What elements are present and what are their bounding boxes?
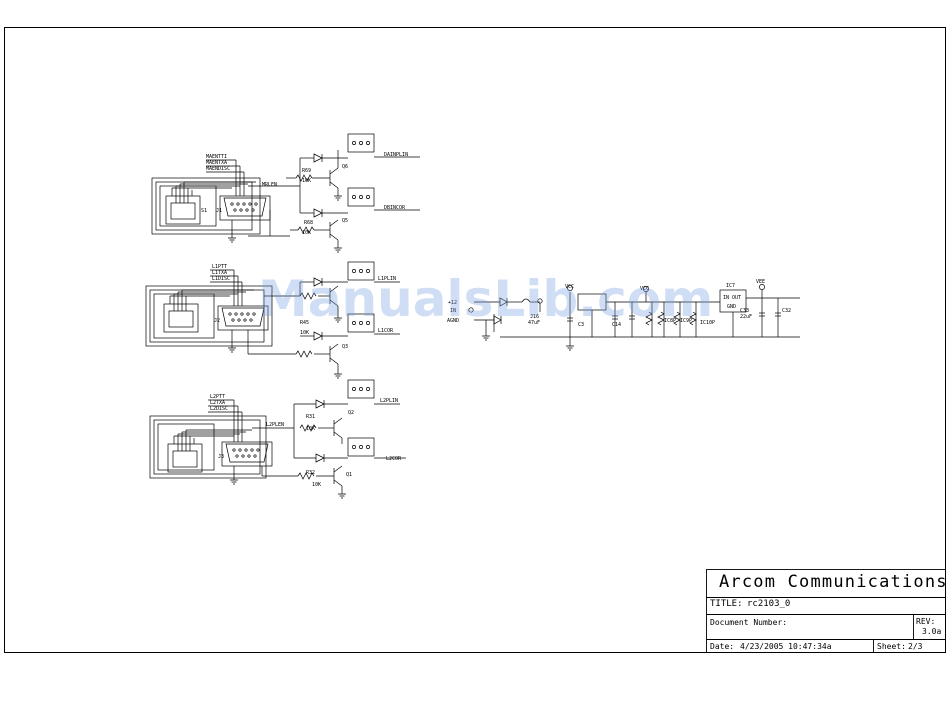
revision-value: 3.0a (922, 627, 942, 636)
svg-text:10K: 10K (302, 178, 311, 184)
svg-text:VEE: VEE (756, 279, 765, 285)
document-number-label: Document Number: (710, 618, 788, 627)
svg-text:IC7: IC7 (726, 283, 735, 289)
svg-text:GND: GND (727, 304, 736, 310)
date-label: Date: (710, 642, 735, 651)
svg-text:10K: 10K (300, 330, 309, 336)
svg-text:R69: R69 (302, 168, 311, 174)
svg-text:IN OUT: IN OUT (723, 295, 741, 301)
svg-text:L2TXA: L2TXA (210, 400, 225, 406)
svg-text:VCC: VCC (565, 284, 574, 290)
connector-section-1 (151, 133, 420, 253)
svg-text:L1PLIN: L1PLIN (378, 276, 396, 282)
svg-text:IC8P: IC8P (664, 318, 676, 324)
svg-text:S1: S1 (201, 208, 207, 214)
svg-text:C3: C3 (578, 322, 584, 328)
svg-text:10K: 10K (306, 426, 315, 432)
date-value: 4/23/2005 10:47:34a (740, 642, 832, 651)
sheet-label: Sheet: (877, 642, 906, 651)
svg-text:IN: IN (450, 308, 456, 314)
svg-text:VCC: VCC (640, 286, 649, 292)
svg-text:Q5: Q5 (342, 218, 348, 224)
watermark-text: ManualsLib.com (258, 270, 714, 328)
svg-text:Q3: Q3 (342, 344, 348, 350)
svg-text:Q2: Q2 (348, 410, 354, 416)
svg-text:J1: J1 (216, 208, 222, 214)
svg-text:L1PTT: L1PTT (212, 264, 227, 270)
power-supply-section (468, 284, 800, 351)
svg-text:L1COR: L1COR (378, 328, 394, 334)
svg-text:IC10P: IC10P (700, 320, 715, 326)
svg-text:Q6: Q6 (342, 164, 348, 170)
svg-text:J2: J2 (214, 318, 220, 324)
svg-text:C33: C33 (740, 308, 749, 314)
svg-text:22uF: 22uF (740, 314, 752, 320)
svg-text:DAINPLIN: DAINPLIN (384, 152, 408, 158)
svg-text:J3: J3 (218, 454, 224, 460)
svg-text:MAENTXA: MAENTXA (206, 160, 227, 166)
svg-text:C32: C32 (782, 308, 791, 314)
svg-text:R68: R68 (304, 220, 313, 226)
company-name: Arcom Communications (719, 572, 948, 592)
svg-text:10K: 10K (302, 230, 311, 236)
svg-text:+12: +12 (448, 300, 457, 306)
svg-text:47uF: 47uF (528, 320, 540, 326)
svg-text:L2COR: L2COR (386, 456, 402, 462)
svg-text:IC9P: IC9P (680, 318, 692, 324)
svg-text:R31: R31 (306, 414, 315, 420)
svg-text:MAENTTI: MAENTTI (206, 154, 227, 160)
svg-text:L2PLIN: L2PLIN (380, 398, 398, 404)
svg-text:L2DISC: L2DISC (210, 406, 228, 412)
svg-text:10K: 10K (312, 482, 321, 488)
svg-text:DBINCOR: DBINCOR (384, 205, 406, 211)
svg-text:L1TXA: L1TXA (212, 270, 227, 276)
svg-text:MRLEN: MRLEN (262, 182, 277, 188)
title-label: TITLE: (710, 599, 743, 609)
svg-text:J16: J16 (530, 314, 539, 320)
svg-text:Q1: Q1 (346, 472, 352, 478)
svg-text:C14: C14 (612, 322, 621, 328)
connector-section-2 (145, 261, 400, 379)
title-value: rc2103_0 (747, 599, 791, 609)
revision-label: REV: (916, 617, 936, 626)
svg-text:R32: R32 (306, 470, 315, 476)
svg-text:L2PLEN: L2PLEN (266, 422, 284, 428)
connector-section-3 (149, 379, 406, 499)
svg-text:L1DISC: L1DISC (212, 276, 230, 282)
svg-text:L2PTT: L2PTT (210, 394, 225, 400)
svg-text:R45: R45 (300, 320, 309, 326)
svg-text:AGND: AGND (447, 318, 459, 324)
svg-text:MAENDISC: MAENDISC (206, 166, 230, 172)
sheet-value: 2/3 (908, 642, 923, 651)
title-block-frame (706, 569, 946, 653)
